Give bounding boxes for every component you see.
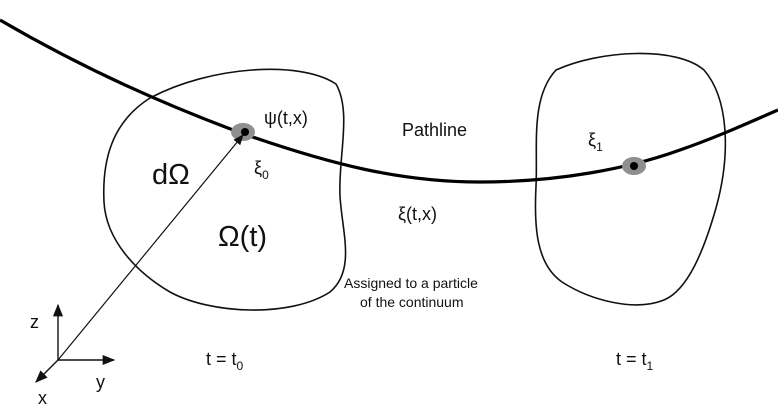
z-axis-label: z xyxy=(30,312,39,332)
time-t1-label: t = t1 xyxy=(616,349,654,373)
note-line-1: Assigned to a particle xyxy=(344,275,478,291)
position-vector-arrow xyxy=(57,134,244,361)
note-line-2: of the continuum xyxy=(360,294,464,310)
region-omega-t1 xyxy=(534,52,727,306)
psi-label: ψ(t,x) xyxy=(264,108,308,128)
xi1-label: ξ1 xyxy=(588,130,603,154)
x-axis-label: x xyxy=(38,388,47,406)
d-omega-label: dΩ xyxy=(152,159,190,191)
particle-point-xi0 xyxy=(241,128,249,136)
xi0-label: ξ0 xyxy=(254,158,269,182)
pathline-label: Pathline xyxy=(402,120,467,140)
pathline-curve xyxy=(0,18,778,184)
coordinate-axes: z y x xyxy=(30,303,116,406)
xi-tx-label: ξ(t,x) xyxy=(398,204,437,224)
omega-t-label: Ω(t) xyxy=(218,221,267,253)
time-t0-label: t = t0 xyxy=(206,349,244,373)
x-axis xyxy=(35,359,59,383)
y-axis-label: y xyxy=(96,372,105,392)
particle-point-xi1 xyxy=(630,162,638,170)
region-omega-t0 xyxy=(102,68,347,311)
